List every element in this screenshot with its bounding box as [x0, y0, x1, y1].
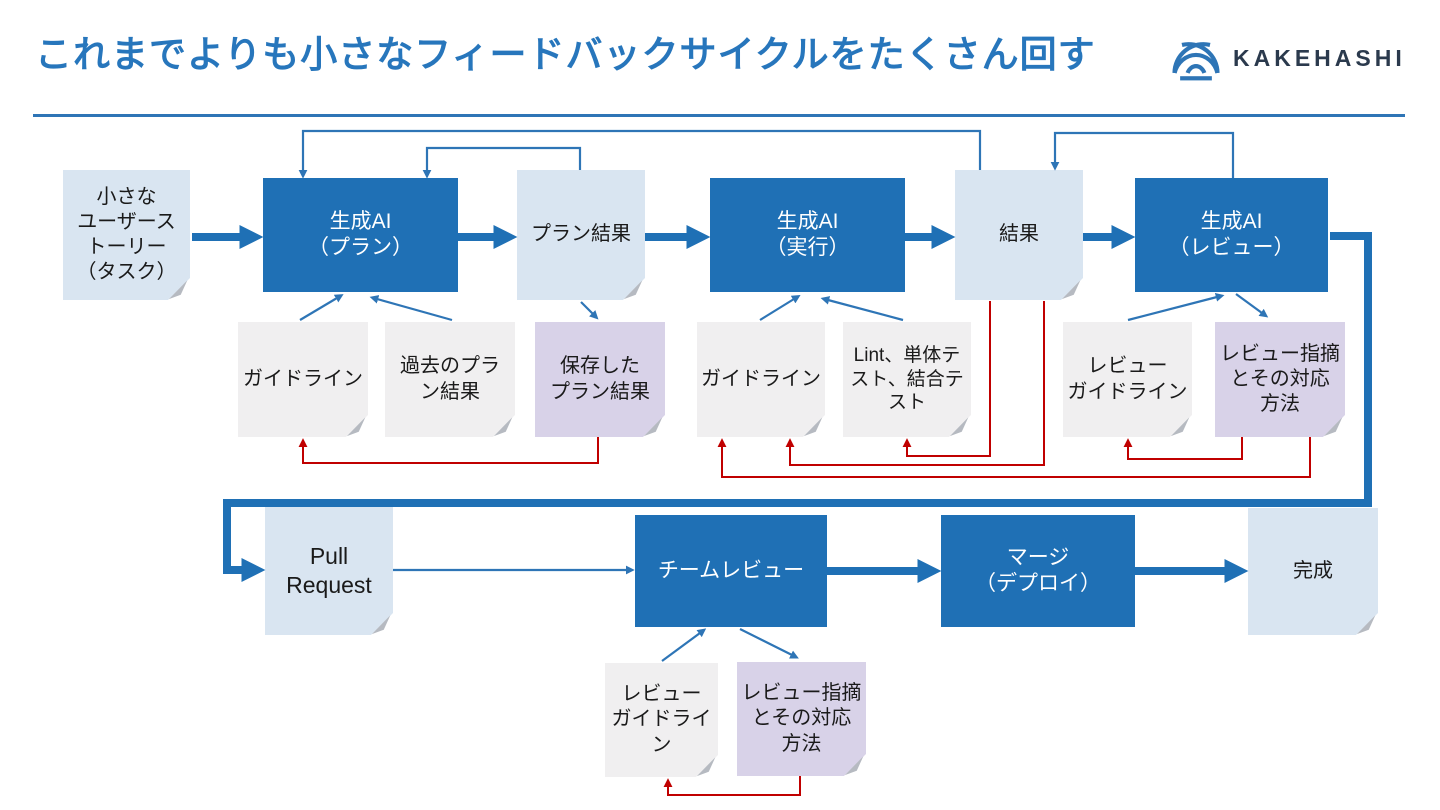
title-divider: [33, 114, 1405, 117]
box-merge-deploy: マージ （デプロイ）: [941, 515, 1135, 627]
arrow-lint-tests-to-ai-exec: [820, 296, 904, 322]
folded-corner: [1323, 415, 1345, 437]
note-guideline-exec: ガイドライン: [697, 322, 825, 437]
feedback-result-to-ai-plan: [298, 129, 982, 179]
update-team-review-findings-to-review-guideline: [663, 776, 801, 796]
folded-corner: [1356, 613, 1378, 635]
note-plan-result-label: プラン結果: [531, 223, 631, 246]
folded-corner: [1170, 415, 1192, 437]
note-saved-plan-results-label: 保存した プラン結果: [550, 355, 650, 403]
update-review-findings-to-review-guideline: [1123, 437, 1243, 460]
folded-corner: [346, 415, 368, 437]
note-lint-tests-label: Lint、単体テ スト、結合テ スト: [850, 344, 964, 414]
folded-corner: [844, 754, 866, 776]
note-guideline-plan: ガイドライン: [238, 322, 368, 437]
note-task: 小さな ユーザース トーリー （タスク）: [63, 170, 190, 300]
box-team-review: チームレビュー: [635, 515, 827, 627]
note-plan-result: プラン結果: [517, 170, 645, 300]
folded-corner: [643, 415, 665, 437]
arrow-review-guideline-to-team-review: [661, 628, 707, 662]
note-saved-plan-results: 保存した プラン結果: [535, 322, 665, 437]
note-review-guideline: レビュー ガイドライン: [1063, 322, 1192, 437]
note-team-review-findings-label: レビュー指摘 とその対応 方法: [741, 682, 862, 755]
arrow-review-guideline-to-ai-review: [1127, 293, 1225, 322]
arrow-guideline-to-ai-exec: [759, 294, 801, 321]
note-result: 結果: [955, 170, 1083, 300]
kakehashi-logo: KAKEHASHI: [1168, 33, 1406, 83]
note-guideline-plan-label: ガイドライン: [243, 367, 363, 390]
box-merge-deploy-label: マージ （デプロイ）: [975, 545, 1101, 595]
arrow-past-plan-results-to-ai-plan: [369, 295, 453, 322]
folded-corner: [371, 613, 393, 635]
arrow-plan-result-to-saved-plan-results: [580, 301, 599, 320]
folded-corner: [696, 755, 718, 777]
note-review-findings: レビュー指摘 とその対応 方法: [1215, 322, 1345, 437]
note-review-findings-label: レビュー指摘 とその対応 方法: [1220, 342, 1340, 416]
arrow-ai-review-to-review-findings: [1235, 293, 1269, 318]
folded-corner: [1061, 278, 1083, 300]
arrow-team-review-to-review-findings: [739, 628, 799, 659]
box-ai-plan-label: 生成AI （プラン）: [308, 209, 413, 259]
folded-corner: [493, 415, 515, 437]
note-pull-request: Pull Request: [265, 507, 393, 635]
folded-corner: [949, 415, 971, 437]
note-pull-request-label: Pull Request: [286, 543, 372, 598]
note-task-label: 小さな ユーザース トーリー （タスク）: [76, 185, 177, 284]
note-result-label: 結果: [999, 223, 1039, 246]
note-guideline-exec-label: ガイドライン: [701, 367, 821, 390]
note-team-review-findings: レビュー指摘 とその対応 方法: [737, 662, 866, 776]
box-ai-exec-label: 生成AI （実行）: [765, 209, 850, 259]
note-past-plan-results: 過去のプラ ン結果: [385, 322, 515, 437]
note-done: 完成: [1248, 508, 1378, 635]
box-ai-plan: 生成AI （プラン）: [263, 178, 458, 292]
update-saved-plan-results-to-guideline: [298, 437, 599, 464]
note-lint-tests: Lint、単体テ スト、結合テ スト: [843, 322, 971, 437]
note-past-plan-results-label: 過去のプラ ン結果: [400, 355, 500, 403]
note-team-review-guideline: レビュー ガイドライン: [605, 663, 718, 777]
note-review-guideline-label: レビュー ガイドライン: [1067, 355, 1188, 403]
folded-corner: [803, 415, 825, 437]
update-review-findings-to-guideline-exec: [717, 437, 1311, 478]
page-title: これまでよりも小さなフィードバックサイクルをたくさん回す: [35, 34, 1096, 75]
kakehashi-bridge-icon: [1172, 42, 1220, 81]
note-team-review-guideline-label: レビュー ガイドライン: [611, 683, 712, 756]
folded-corner: [623, 278, 645, 300]
box-ai-review-label: 生成AI （レビュー）: [1168, 209, 1295, 259]
arrow-guideline-to-ai-plan: [299, 294, 344, 321]
note-done-label: 完成: [1293, 559, 1333, 582]
box-team-review-label: チームレビュー: [657, 558, 805, 582]
kakehashi-logo-text: KAKEHASHI: [1233, 44, 1406, 71]
feedback-plan-result-to-ai-plan: [422, 146, 582, 179]
box-ai-review: 生成AI （レビュー）: [1135, 178, 1328, 292]
box-ai-exec: 生成AI （実行）: [710, 178, 905, 292]
